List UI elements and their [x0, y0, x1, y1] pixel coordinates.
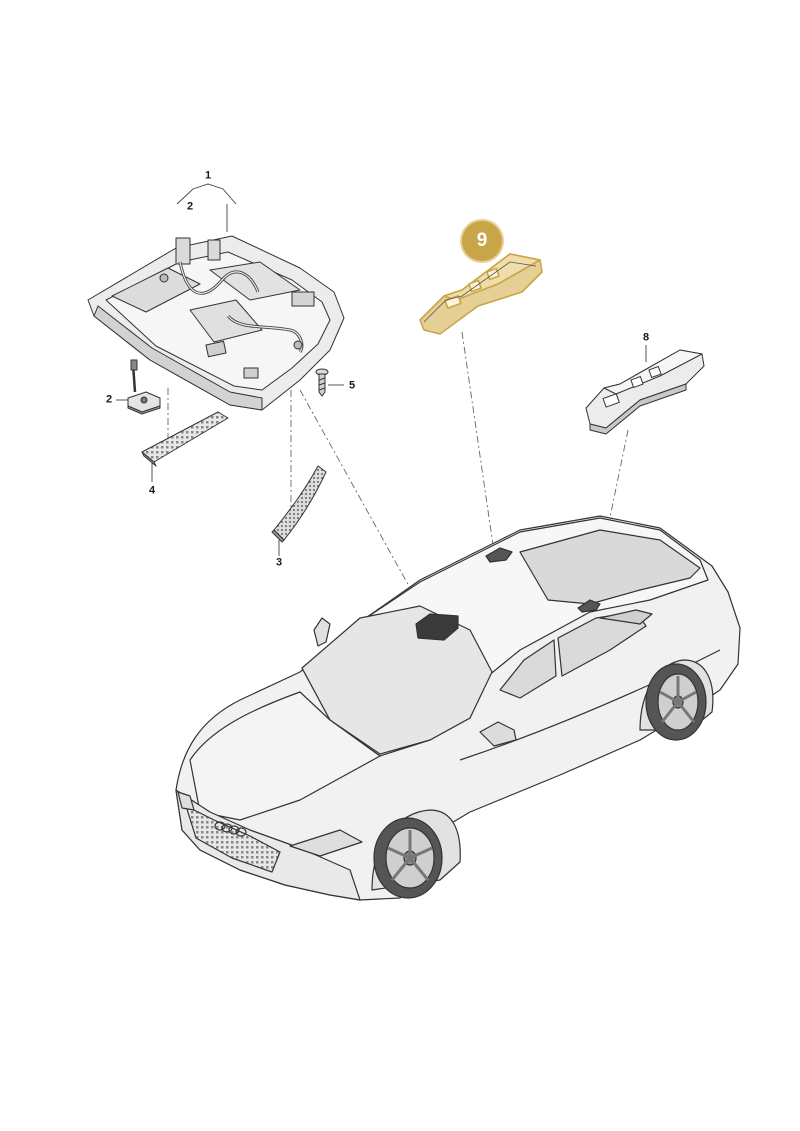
light-module-part-9-inner — [423, 261, 537, 323]
callout-label-1: 1 — [204, 169, 212, 182]
part-8-hotspot[interactable] — [584, 348, 706, 436]
roof-console-module — [87, 235, 345, 411]
leader-part9-to-roof — [461, 331, 494, 546]
screw-part-5 — [315, 368, 329, 397]
brand-rings-logo — [214, 821, 247, 837]
leader-console-to-roof — [299, 389, 426, 616]
grille-part-4 — [141, 411, 229, 467]
bracket-1 — [176, 183, 237, 205]
leader-part8-to-roof — [592, 429, 629, 601]
callout-leaders — [116, 183, 647, 556]
callout-label-8: 8 — [642, 331, 650, 344]
rear-wheel — [645, 663, 707, 741]
front-wheel — [373, 817, 443, 899]
leader-lines — [167, 331, 629, 616]
part-9-hotspot[interactable] — [416, 252, 544, 336]
light-module-part-8 — [585, 349, 705, 435]
car-body — [175, 515, 741, 901]
callout-label-3: 3 — [275, 556, 283, 569]
highlighted-part-badge[interactable]: 9 — [462, 221, 502, 261]
callout-label-5: 5 — [348, 379, 356, 392]
callout-label-2-console: 2 — [186, 200, 194, 213]
grille-part-3 — [271, 465, 327, 543]
part-1-hotspot[interactable] — [86, 232, 346, 412]
sensor-part-2 — [127, 359, 161, 415]
callout-label-2-sensor: 2 — [105, 393, 113, 406]
callout-label-4: 4 — [148, 484, 156, 497]
